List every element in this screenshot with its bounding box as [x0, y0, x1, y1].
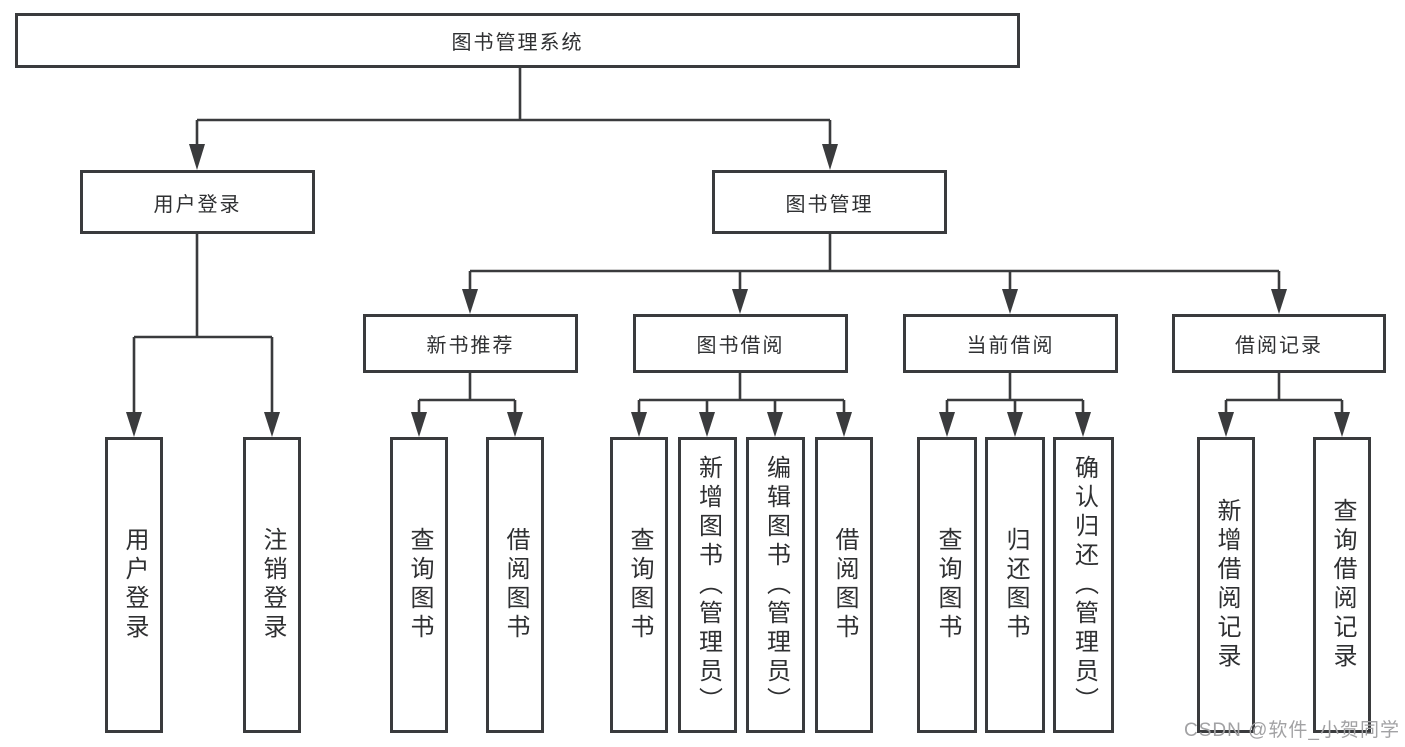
node-new-book-recommend-label: 新书推荐 [426, 335, 515, 357]
leaf-query-books-borrowing-label: 查询图书 [626, 527, 653, 643]
leaf-return-book-label: 归还图书 [1002, 527, 1029, 643]
node-root-label: 图书管理系统 [451, 32, 584, 54]
leaf-query-borrow-record: 查询借阅记录 [1313, 437, 1371, 733]
leaf-query-books-recommend-label: 查询图书 [406, 527, 433, 643]
csdn-watermark: CSDN @软件_小贺同学 [1184, 720, 1400, 741]
node-book-borrowing-label: 图书借阅 [696, 335, 785, 357]
node-new-book-recommend: 新书推荐 [363, 314, 578, 373]
leaf-logout: 注销登录 [243, 437, 301, 733]
leaf-user-login-label: 用户登录 [121, 527, 148, 643]
leaf-add-book-admin: 新增图书（管理员） [678, 437, 737, 733]
leaf-confirm-return-admin: 确认归还（管理员） [1053, 437, 1114, 733]
leaf-add-book-admin-label: 新增图书（管理员） [694, 454, 722, 716]
leaf-return-book: 归还图书 [985, 437, 1045, 733]
leaf-add-borrow-record-label: 新增借阅记录 [1213, 498, 1240, 672]
node-current-borrowing-label: 当前借阅 [966, 335, 1055, 357]
leaf-edit-book-admin: 编辑图书（管理员） [746, 437, 805, 733]
node-borrowing-records-label: 借阅记录 [1235, 335, 1323, 357]
leaf-borrow-books-borrowing: 借阅图书 [815, 437, 873, 733]
leaf-query-borrow-record-label: 查询借阅记录 [1329, 498, 1356, 672]
leaf-borrow-books-borrowing-label: 借阅图书 [831, 527, 858, 643]
leaf-user-login: 用户登录 [105, 437, 163, 733]
leaf-borrow-books-recommend: 借阅图书 [486, 437, 544, 733]
node-borrowing-records: 借阅记录 [1172, 314, 1386, 373]
leaf-logout-label: 注销登录 [259, 527, 286, 643]
node-user-login: 用户登录 [80, 170, 315, 234]
node-root: 图书管理系统 [15, 13, 1020, 68]
node-book-management-label: 图书管理 [785, 193, 874, 216]
leaf-edit-book-admin-label: 编辑图书（管理员） [762, 454, 790, 716]
leaf-query-books-recommend: 查询图书 [390, 437, 448, 733]
leaf-query-books-current: 查询图书 [917, 437, 977, 733]
node-current-borrowing: 当前借阅 [903, 314, 1118, 373]
leaf-borrow-books-recommend-label: 借阅图书 [502, 527, 529, 643]
leaf-query-books-borrowing: 查询图书 [610, 437, 668, 733]
node-book-management: 图书管理 [712, 170, 947, 234]
leaf-confirm-return-admin-label: 确认归还（管理员） [1070, 454, 1098, 716]
leaf-query-books-current-label: 查询图书 [934, 527, 961, 643]
node-book-borrowing: 图书借阅 [633, 314, 848, 373]
node-user-login-label: 用户登录 [153, 193, 242, 216]
leaf-add-borrow-record: 新增借阅记录 [1197, 437, 1255, 733]
